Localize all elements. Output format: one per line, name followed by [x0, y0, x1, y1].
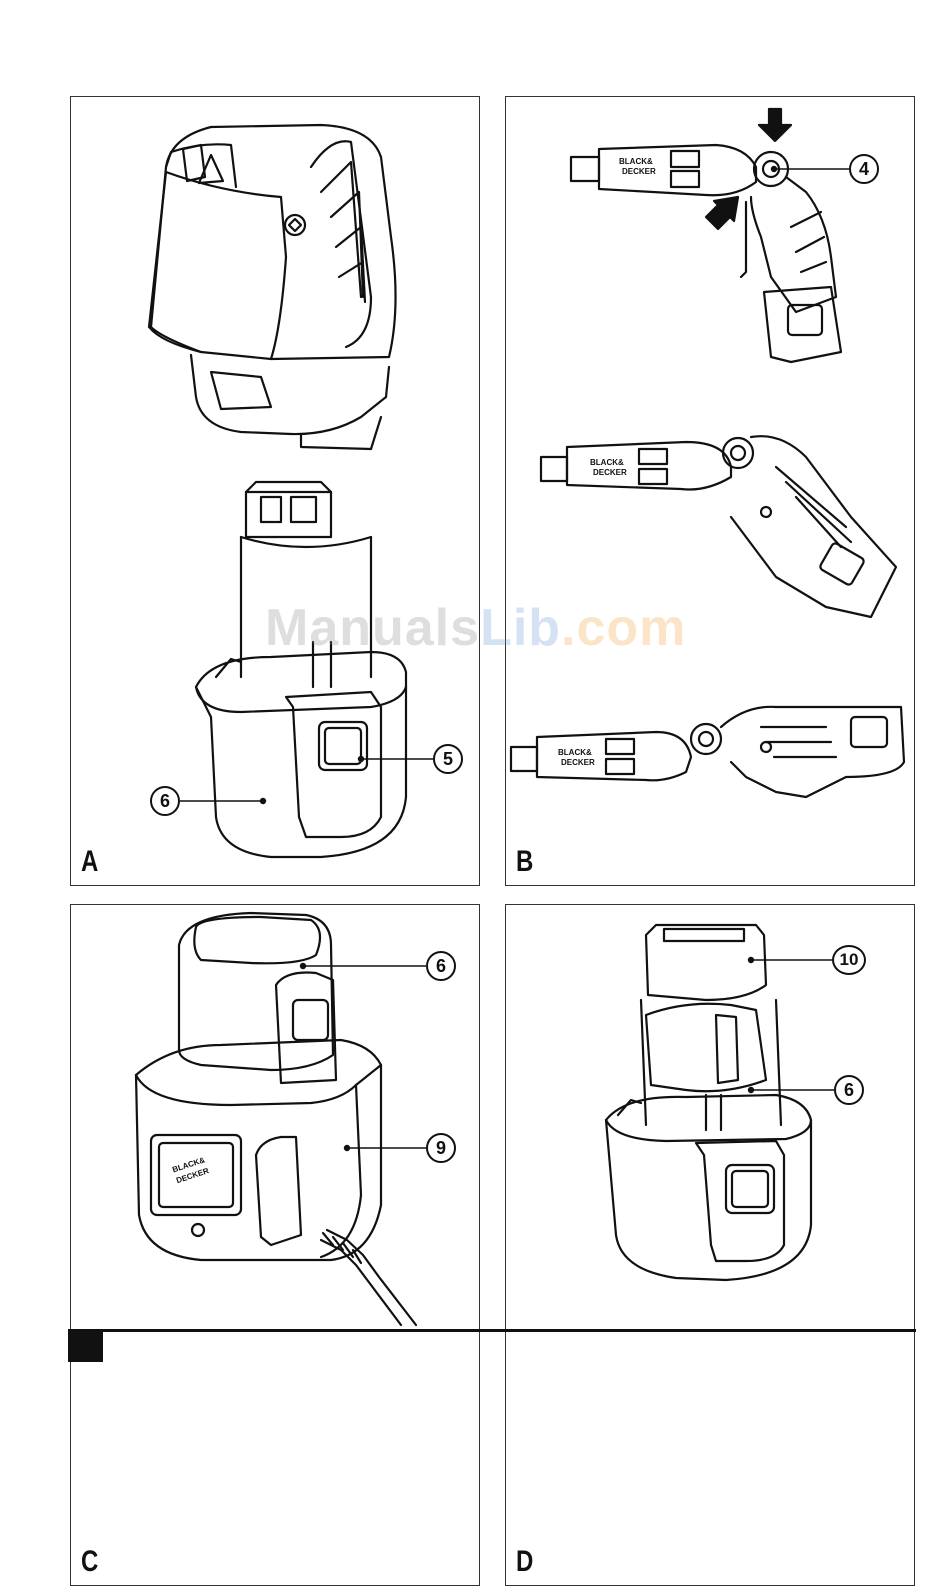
screwdriver-positions-illustration: BLACK& DECKER BLACK& DECKER BLACK& DECKE…	[506, 97, 916, 887]
panel-letter-d: D	[516, 1547, 533, 1577]
battery-with-cap-illustration	[506, 905, 916, 1587]
brand-logo-1: BLACK&	[619, 157, 653, 166]
figure-panel-a: 5 6 A	[70, 96, 480, 886]
svg-text:DECKER: DECKER	[622, 167, 656, 176]
svg-text:DECKER: DECKER	[561, 758, 595, 767]
figure-panel-b: BLACK& DECKER BLACK& DECKER BLACK& DECKE…	[505, 96, 915, 886]
battery-in-charger-illustration: BLACK& DECKER	[71, 905, 481, 1587]
callout-leader-lines	[71, 97, 481, 887]
figure-panel-d: 10 6 D	[505, 904, 915, 1586]
footer-page-tab	[68, 1329, 103, 1362]
svg-text:DECKER: DECKER	[593, 468, 627, 477]
footer-rule	[68, 1329, 916, 1332]
panel-letter-b: B	[516, 847, 533, 877]
callout-6: 6	[426, 951, 456, 981]
callout-6: 6	[834, 1075, 864, 1105]
brand-logo-2: BLACK&	[590, 458, 624, 467]
brand-logo-3: BLACK&	[558, 748, 592, 757]
panel-letter-c: C	[81, 1547, 98, 1577]
watermark: ManualsLib.com	[265, 598, 686, 658]
figure-panel-c: BLACK& DECKER 6 9 C	[70, 904, 480, 1586]
callout-9: 9	[426, 1133, 456, 1163]
callout-4: 4	[849, 154, 879, 184]
callout-10: 10	[832, 945, 866, 975]
panel-letter-a: A	[81, 847, 98, 877]
